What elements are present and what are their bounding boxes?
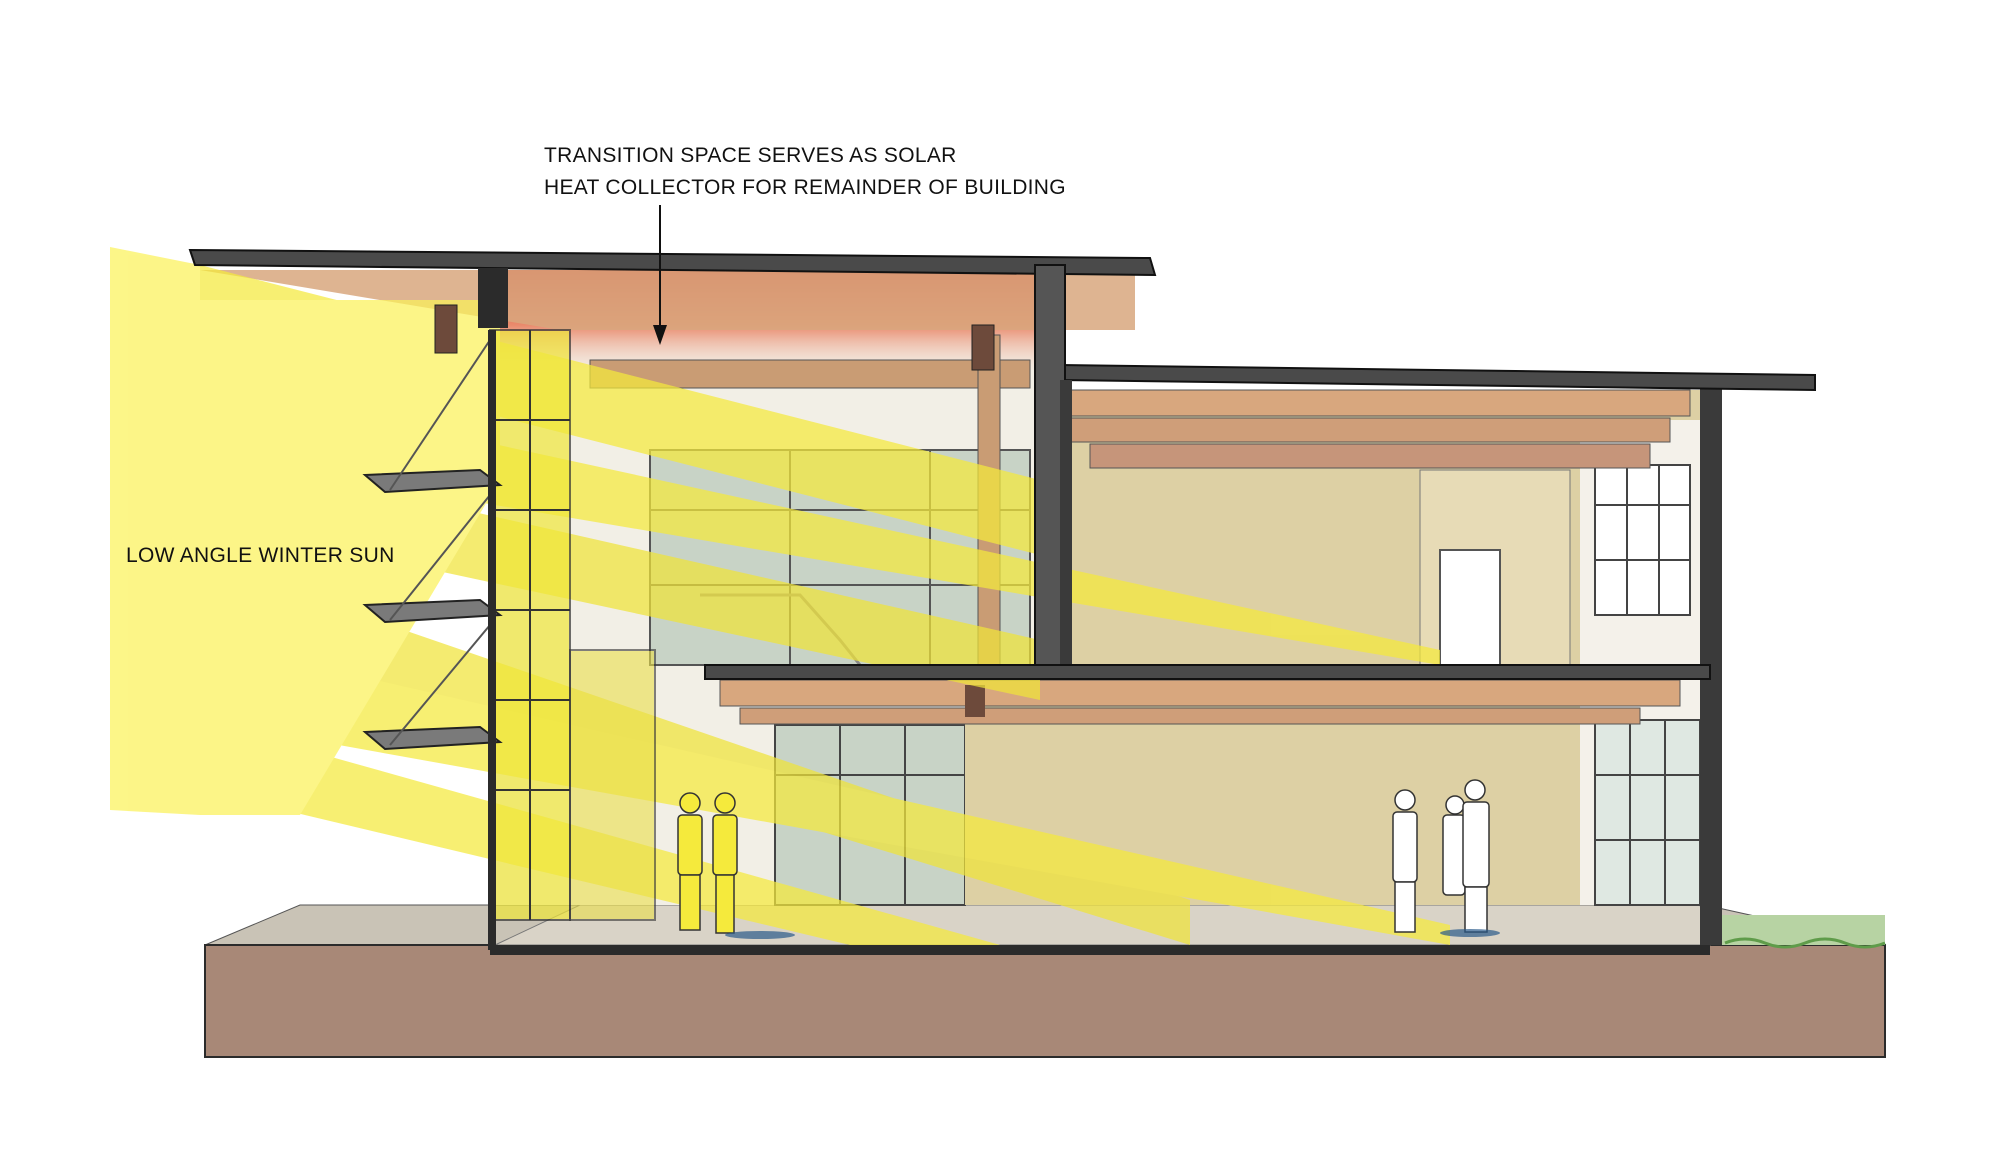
curtain-wall xyxy=(489,329,656,921)
sun-shades xyxy=(362,339,503,751)
transition-callout-line2: HEAT COLLECTOR FOR REMAINDER OF BUILDING xyxy=(544,176,1066,199)
roofs xyxy=(188,248,1816,666)
winter-sun-label: LOW ANGLE WINTER SUN xyxy=(126,544,395,567)
floor-slabs xyxy=(488,330,1711,955)
people-left xyxy=(677,792,795,939)
callout-arrow xyxy=(653,205,667,345)
ceiling-beams xyxy=(200,270,1691,725)
transition-space-callout: TRANSITION SPACE SERVES AS SOLAR HEAT CO… xyxy=(544,140,1066,204)
transition-callout-line1: TRANSITION SPACE SERVES AS SOLAR xyxy=(544,144,957,167)
people-right xyxy=(1392,779,1500,937)
